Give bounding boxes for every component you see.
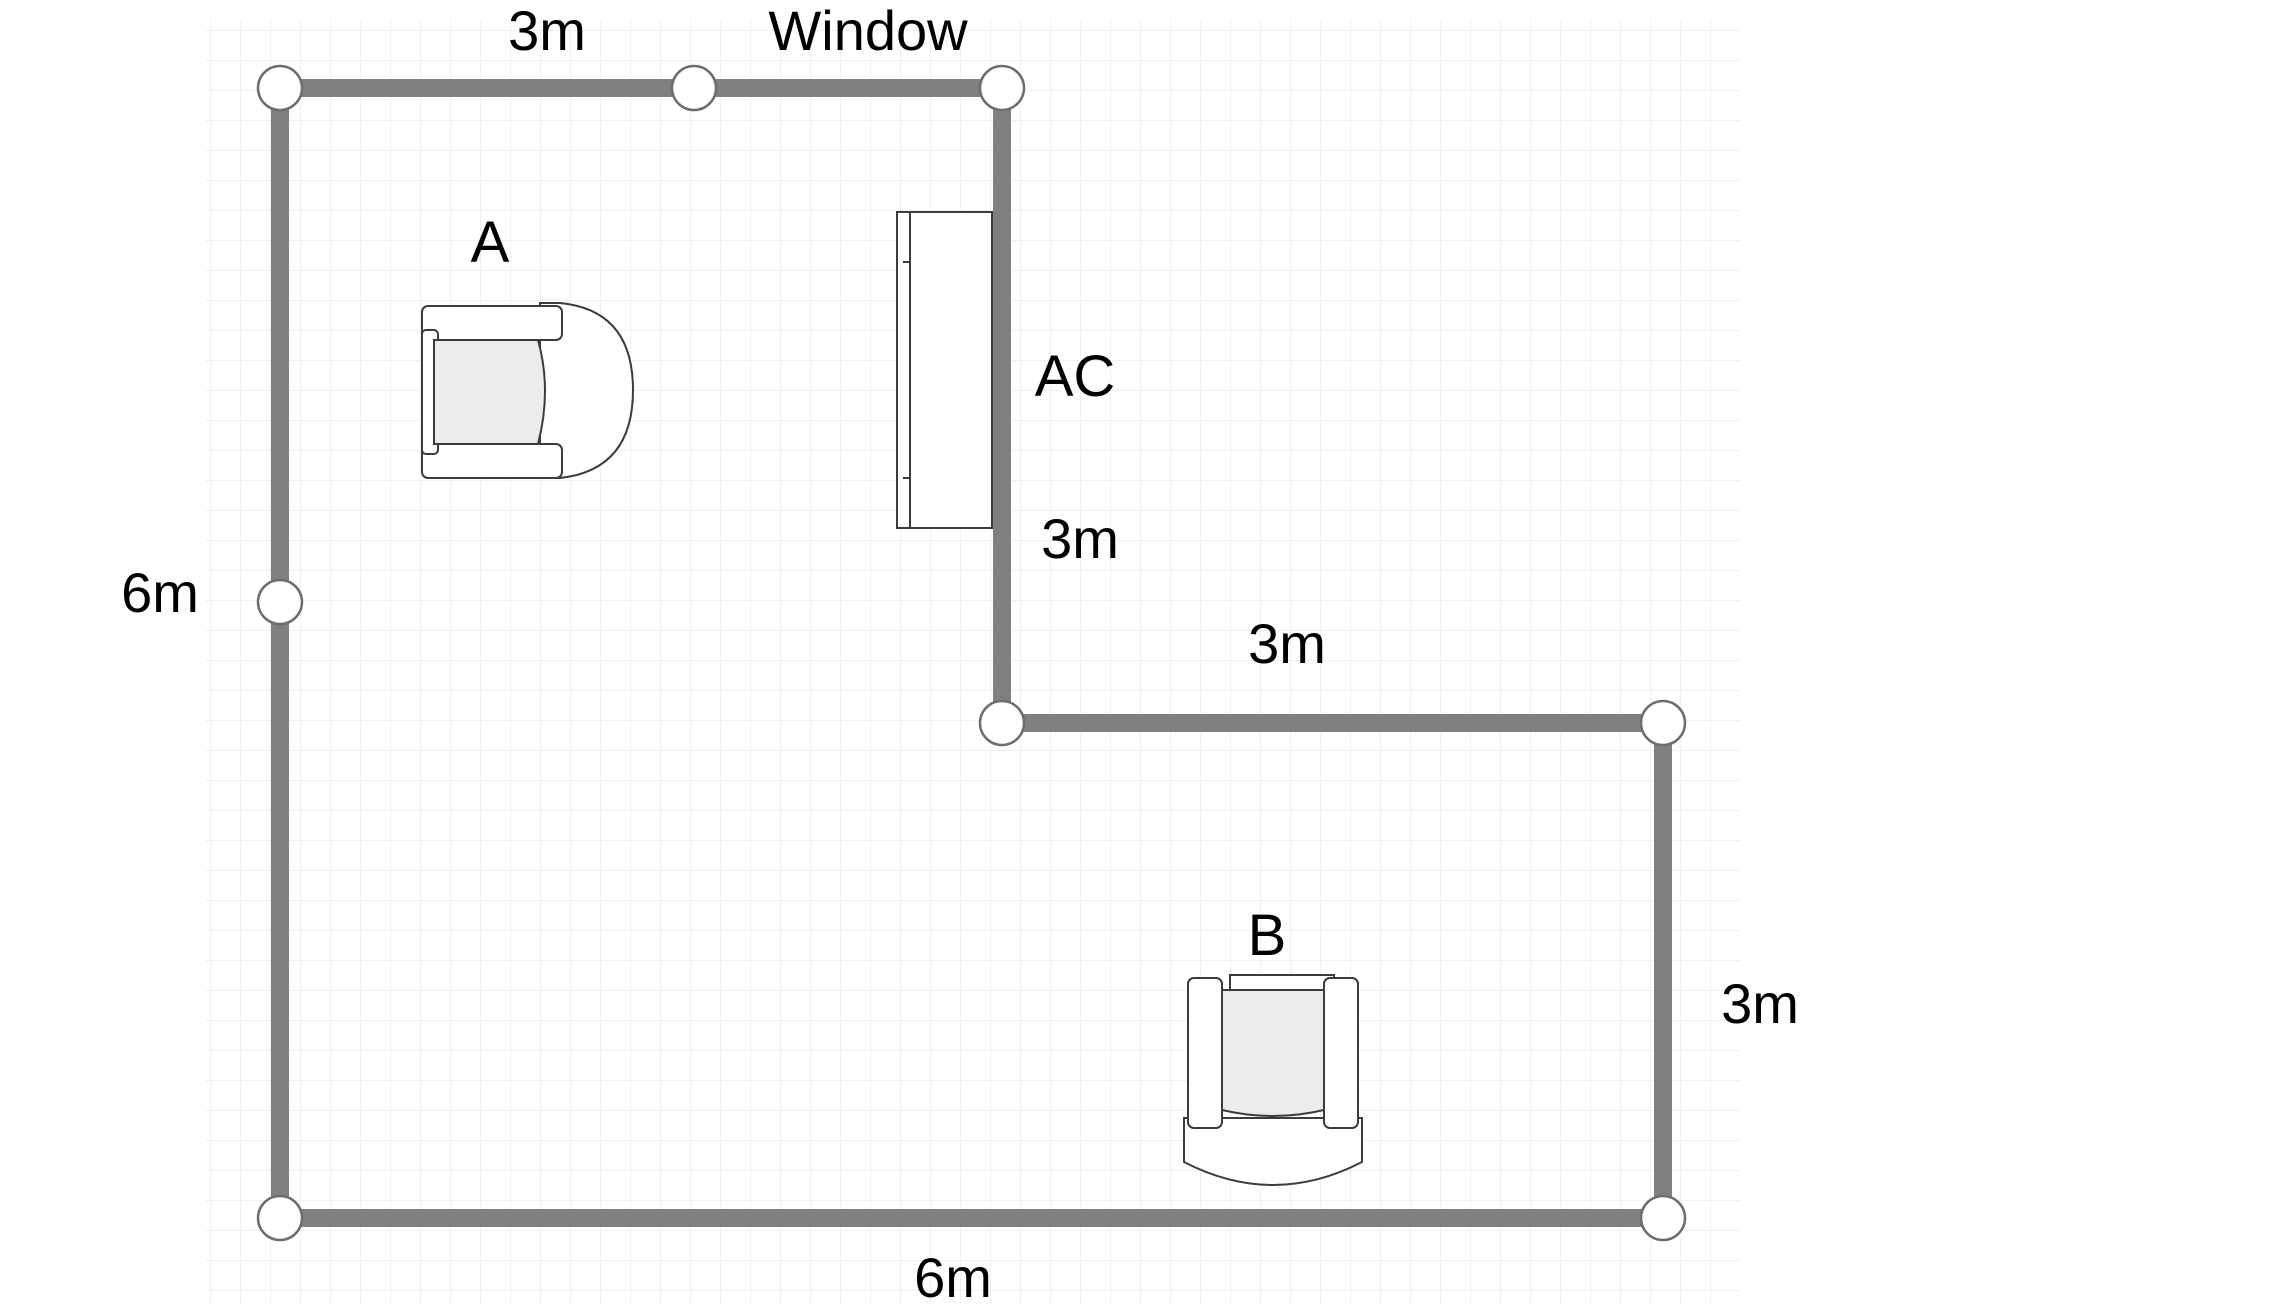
left-dimension-label: 6m (121, 561, 199, 624)
window-label: Window (768, 0, 968, 62)
ac-unit (896, 211, 993, 529)
bottom-dimension-label: 6m (914, 1246, 992, 1304)
ac-label: AC (1035, 344, 1116, 409)
inner-horizontal-dimension-label: 3m (1248, 612, 1326, 675)
wall-nodes (256, 64, 1687, 1242)
armchair-b (1183, 974, 1363, 1186)
armchair-a (421, 302, 635, 479)
node (670, 64, 718, 112)
chair-b-label: B (1248, 903, 1287, 968)
inner-vertical-dimension-label: 3m (1041, 507, 1119, 570)
node (256, 1194, 304, 1242)
chair-a-label: A (471, 210, 510, 275)
node (1639, 699, 1687, 747)
node (1639, 1194, 1687, 1242)
node (978, 699, 1026, 747)
right-dimension-label: 3m (1721, 972, 1799, 1035)
node (256, 578, 304, 626)
top-left-dimension-label: 3m (508, 0, 586, 62)
node (256, 64, 304, 112)
node (978, 64, 1026, 112)
